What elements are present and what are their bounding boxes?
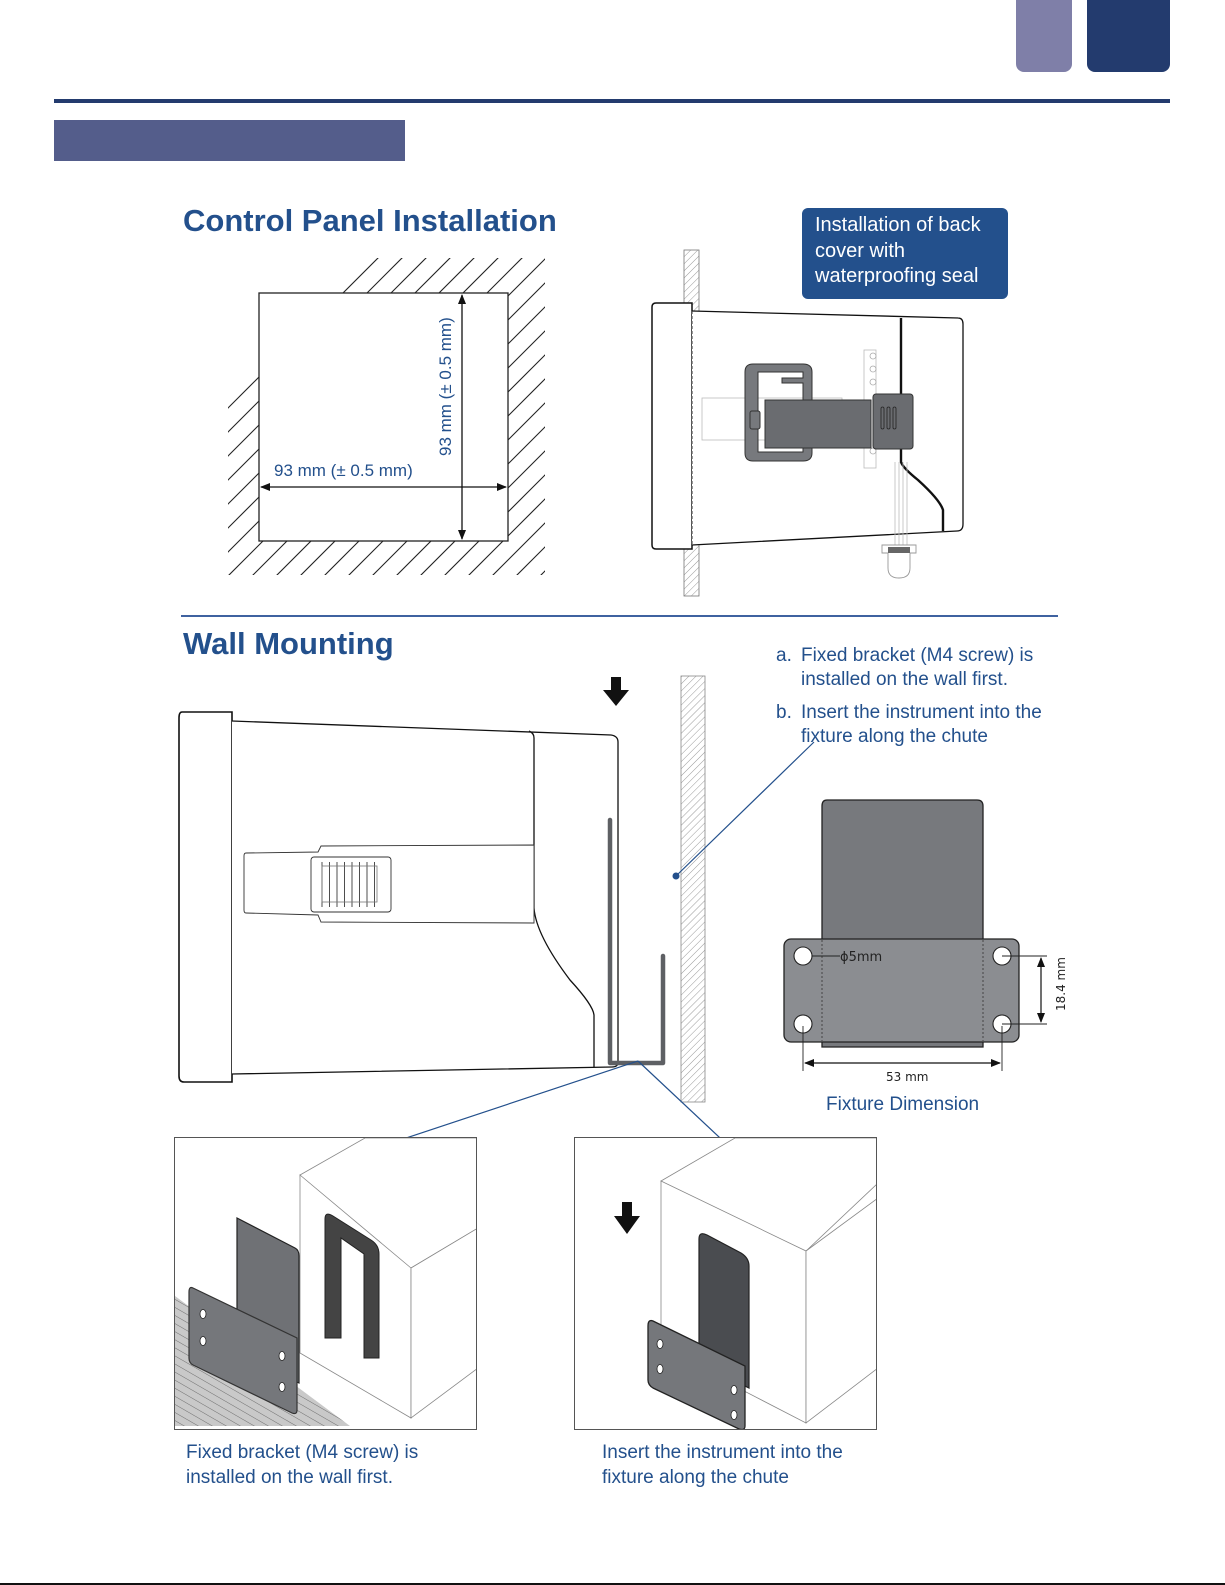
instrument-side [410, 1228, 476, 1419]
latch-lines [321, 862, 378, 907]
illustration-bracket-install [174, 1137, 477, 1430]
header-tab-light [1016, 0, 1072, 72]
cable-bundle [894, 462, 908, 545]
leader-line-wall [675, 741, 815, 877]
fixture-caption: Fixture Dimension [826, 1094, 980, 1115]
hatch-line [323, 258, 545, 575]
hatch-line [251, 258, 545, 575]
down-arrow-icon [614, 1202, 640, 1234]
mounting-steps: a. Fixed bracket (M4 screw) is installed… [776, 644, 1076, 758]
cutout-height-label: 93 mm (± 0.5 mm) [436, 317, 455, 456]
bracket-holes [199, 1309, 286, 1392]
fixture-holes [793, 946, 1012, 1034]
hatch-line [228, 258, 397, 575]
leader-line-right [637, 1060, 736, 1153]
leader-dot-wall [672, 872, 680, 880]
section-divider [181, 615, 1058, 617]
hatch-line [228, 258, 541, 575]
instrument-side [805, 1198, 876, 1424]
fixture-height-label: 18.4 mm [1054, 957, 1068, 1011]
bracket-plate [647, 1319, 746, 1429]
panel-cutout [258, 292, 509, 542]
fixture-width-label: 53 mm [886, 1070, 928, 1084]
wall-mount-side-view [178, 675, 815, 1156]
step-marker: b. [776, 702, 792, 723]
panel-side-view [651, 249, 964, 597]
device-bezel [651, 302, 693, 550]
bracket-plate [188, 1286, 298, 1415]
instrument-insert-drawing [614, 1138, 876, 1429]
hatch-line [228, 258, 445, 575]
cable-gland [881, 544, 917, 579]
instrument-bezel [178, 711, 233, 1083]
grip-ribs [880, 406, 897, 430]
latch-inner [321, 865, 378, 903]
wall-mounting-title: Wall Mounting [183, 626, 394, 661]
section-label-bar [54, 120, 405, 161]
illustration-instrument-insert [574, 1137, 877, 1430]
hatch-line [299, 258, 545, 575]
hatch-line [228, 258, 545, 575]
header-tab-dark [1087, 0, 1170, 72]
mounting-wall [680, 675, 706, 1103]
bracket-slot [324, 1213, 380, 1359]
header-rule [54, 99, 1170, 103]
hatch-line [228, 258, 421, 575]
control-panel-title: Control Panel Installation [183, 203, 557, 238]
down-arrow-icon [603, 677, 629, 706]
bracket-install-drawing [175, 1138, 476, 1426]
step-item: a. Fixed bracket (M4 screw) is installed… [776, 644, 1076, 692]
cutout-width-label: 93 mm (± 0.5 mm) [274, 461, 413, 480]
back-cover-seal [899, 318, 945, 531]
terminal-screws [869, 352, 877, 455]
step-text: Fixed bracket (M4 screw) is installed on… [801, 645, 1034, 690]
fixture-drawing: ϕ5mm 18.4 mm 53 mm [783, 799, 1068, 1084]
step-text: Insert the instrument into the fixture a… [801, 702, 1042, 747]
back-cover-outline [528, 730, 595, 1067]
hatch-line [467, 258, 545, 575]
step-marker: a. [776, 645, 792, 666]
hatch-line [228, 258, 545, 575]
bracket-holes [656, 1339, 738, 1420]
tab-latch [310, 856, 392, 913]
back-cover-callout: Installation of back cover with waterpro… [802, 208, 1008, 299]
leader-line-left [366, 1060, 639, 1152]
caption-instrument-insert: Insert the instrument into the fixture a… [602, 1442, 843, 1488]
fixture-base-plate [783, 938, 1020, 1043]
step-item: b. Insert the instrument into the fixtur… [776, 701, 1076, 749]
footer-rule [0, 1583, 1225, 1585]
gland-thread [888, 547, 910, 553]
hatch-line [275, 258, 545, 575]
clamp-knob [749, 410, 761, 430]
hole-diameter-label: ϕ5mm [840, 950, 882, 965]
caption-bracket-install: Fixed bracket (M4 screw) is installed on… [186, 1442, 419, 1488]
wall-bracket [607, 817, 666, 1066]
hatch-line [228, 258, 469, 575]
clamp-screw [764, 399, 872, 449]
